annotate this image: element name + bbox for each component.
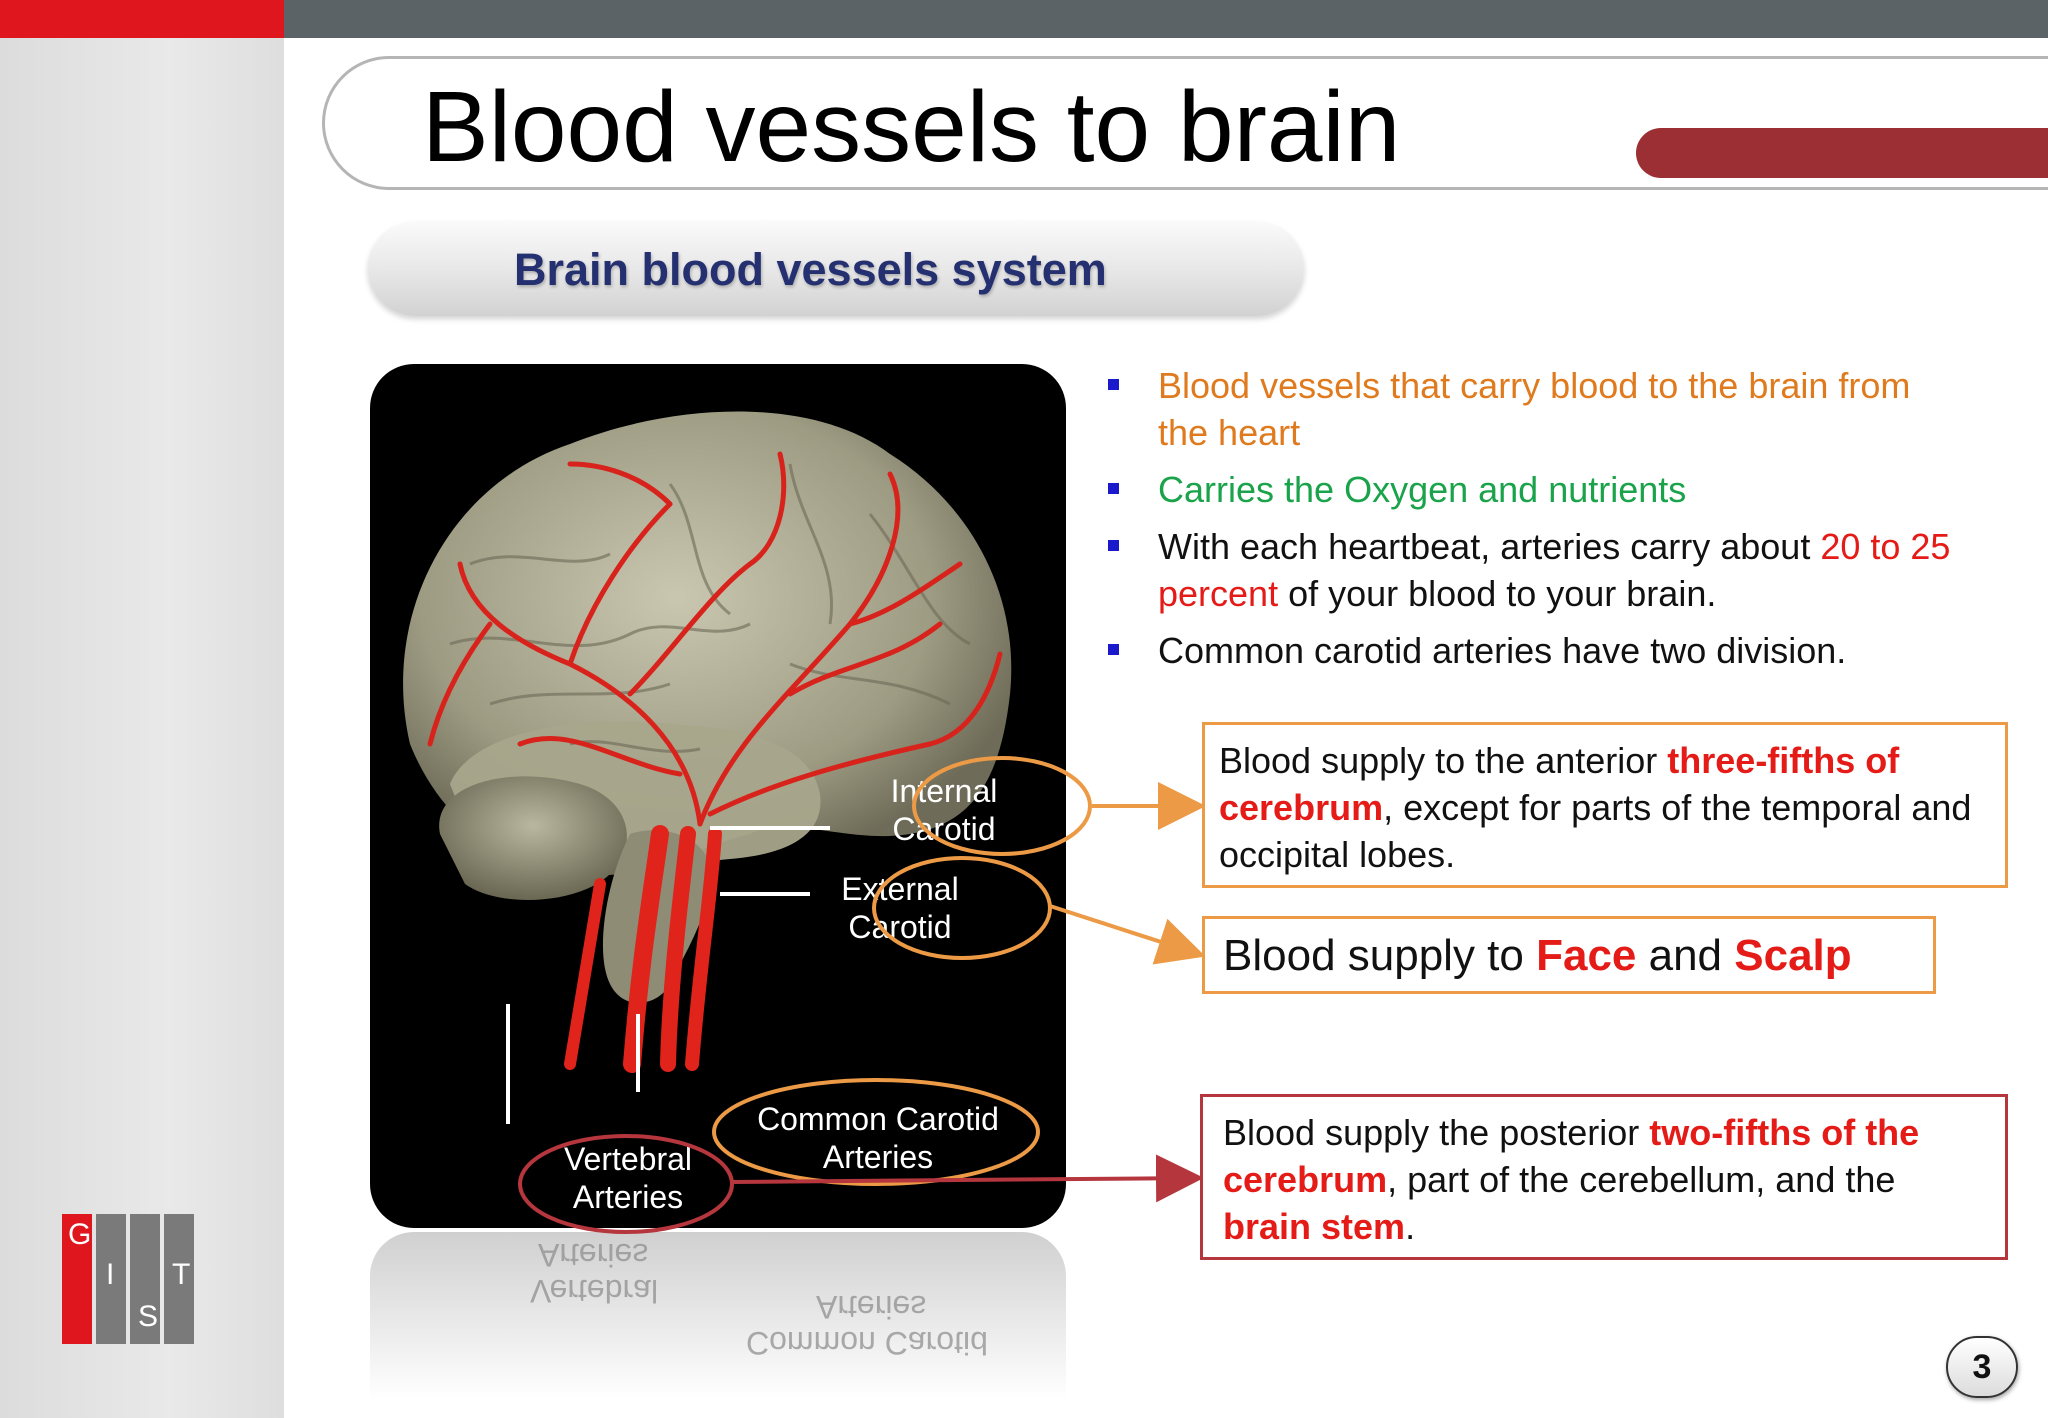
logo-letter: T [172, 1258, 191, 1291]
callout-text: Blood supply the posterior [1223, 1112, 1650, 1153]
logo-letter: G [68, 1218, 92, 1251]
callout-text: Blood supply to [1223, 931, 1537, 980]
reflection-text-vertebral: Vertebral [530, 1273, 659, 1309]
bullet-text: With each heartbeat, arteries carry abou… [1158, 526, 1821, 567]
logo-letter: S [138, 1300, 159, 1333]
subtitle-pill [368, 222, 1304, 316]
bullet-item: Common carotid arteries have two divisio… [1104, 627, 1964, 674]
label-vertebral-2: Arteries [573, 1179, 683, 1215]
label-external-carotid-1: External [841, 871, 958, 907]
brain-illustration: Internal Carotid External Carotid Common… [403, 411, 1012, 1215]
title-accent-pill [1636, 128, 2048, 178]
callout-text: and [1636, 931, 1735, 980]
reflection-text-common-carotid: Common Carotid [746, 1325, 988, 1361]
bullet-item: With each heartbeat, arteries carry abou… [1104, 523, 1964, 617]
label-internal-carotid-1: Internal [891, 773, 998, 809]
external-carotid-arrow [1049, 904, 1206, 965]
bullet-square-icon [1108, 540, 1119, 551]
slide-subtitle: Brain blood vessels system [514, 244, 1107, 295]
brain-diagram: Internal Carotid External Carotid Common… [370, 364, 1066, 1228]
bullet-text: of your blood to your brain. [1278, 573, 1717, 614]
callout-text: , part of the cerebellum, and the [1387, 1159, 1896, 1200]
external-carotid-callout: Blood supply to Face and Scalp [1202, 916, 1936, 994]
bullet-item: Blood vessels that carry blood to the br… [1104, 362, 1964, 456]
logo-block-grey [96, 1214, 126, 1344]
callout-text: . [1405, 1206, 1416, 1247]
logo-block-grey [164, 1214, 194, 1344]
label-common-carotid-2: Arteries [823, 1139, 933, 1175]
callout-highlight: brain stem [1223, 1206, 1406, 1247]
callout-highlight: two-fifths of the cerebrum [1223, 1112, 1920, 1200]
left-side-panel [0, 38, 284, 1418]
cerebellum-shape [439, 776, 627, 901]
label-internal-carotid-2: Carotid [892, 811, 995, 847]
bullet-highlight: 20 to 25 percent [1158, 526, 1951, 614]
diagram-reflection: Arteries Vertebral Arteries Common Carot… [370, 1232, 1066, 1418]
bullet-text: Carries the Oxygen and nutrients [1158, 469, 1687, 510]
bullet-square-icon [1108, 483, 1119, 494]
callout-highlight: three-fifths of cerebrum [1219, 740, 1900, 828]
page-number: 3 [1946, 1336, 2018, 1398]
label-common-carotid-1: Common Carotid [757, 1101, 999, 1137]
title-frame [322, 56, 2048, 190]
callout-highlight: Face [1536, 931, 1637, 980]
bullet-list: Blood vessels that carry blood to the br… [1104, 362, 1964, 684]
bullet-square-icon [1108, 379, 1119, 390]
label-vertebral-1: Vertebral [564, 1141, 692, 1177]
bullet-text: Common carotid arteries have two divisio… [1158, 630, 1847, 671]
label-external-carotid-2: Carotid [848, 909, 951, 945]
logo-letter: I [106, 1258, 115, 1291]
internal-carotid-callout: Blood supply to the anterior three-fifth… [1202, 722, 2008, 888]
header-bar [284, 0, 2048, 38]
callout-text: , except for parts of the temporal and o… [1219, 787, 1972, 875]
reflection-text-arteries-2: Arteries [816, 1289, 927, 1325]
callout-highlight: Scalp [1734, 931, 1852, 980]
slide-title: Blood vessels to brain [422, 71, 1401, 183]
logo-block-red [62, 1214, 92, 1344]
bullet-text: Blood vessels that carry blood to the br… [1158, 365, 1911, 453]
logo-block-grey [130, 1214, 160, 1344]
reflection-text-arteries: Arteries [538, 1237, 649, 1273]
header-accent-bar [0, 0, 284, 38]
bullet-square-icon [1108, 644, 1119, 655]
callout-text: Blood supply to the anterior [1219, 740, 1668, 781]
bullet-item: Carries the Oxygen and nutrients [1104, 466, 1964, 513]
vertebral-callout: Blood supply the posterior two-fifths of… [1200, 1094, 2008, 1260]
